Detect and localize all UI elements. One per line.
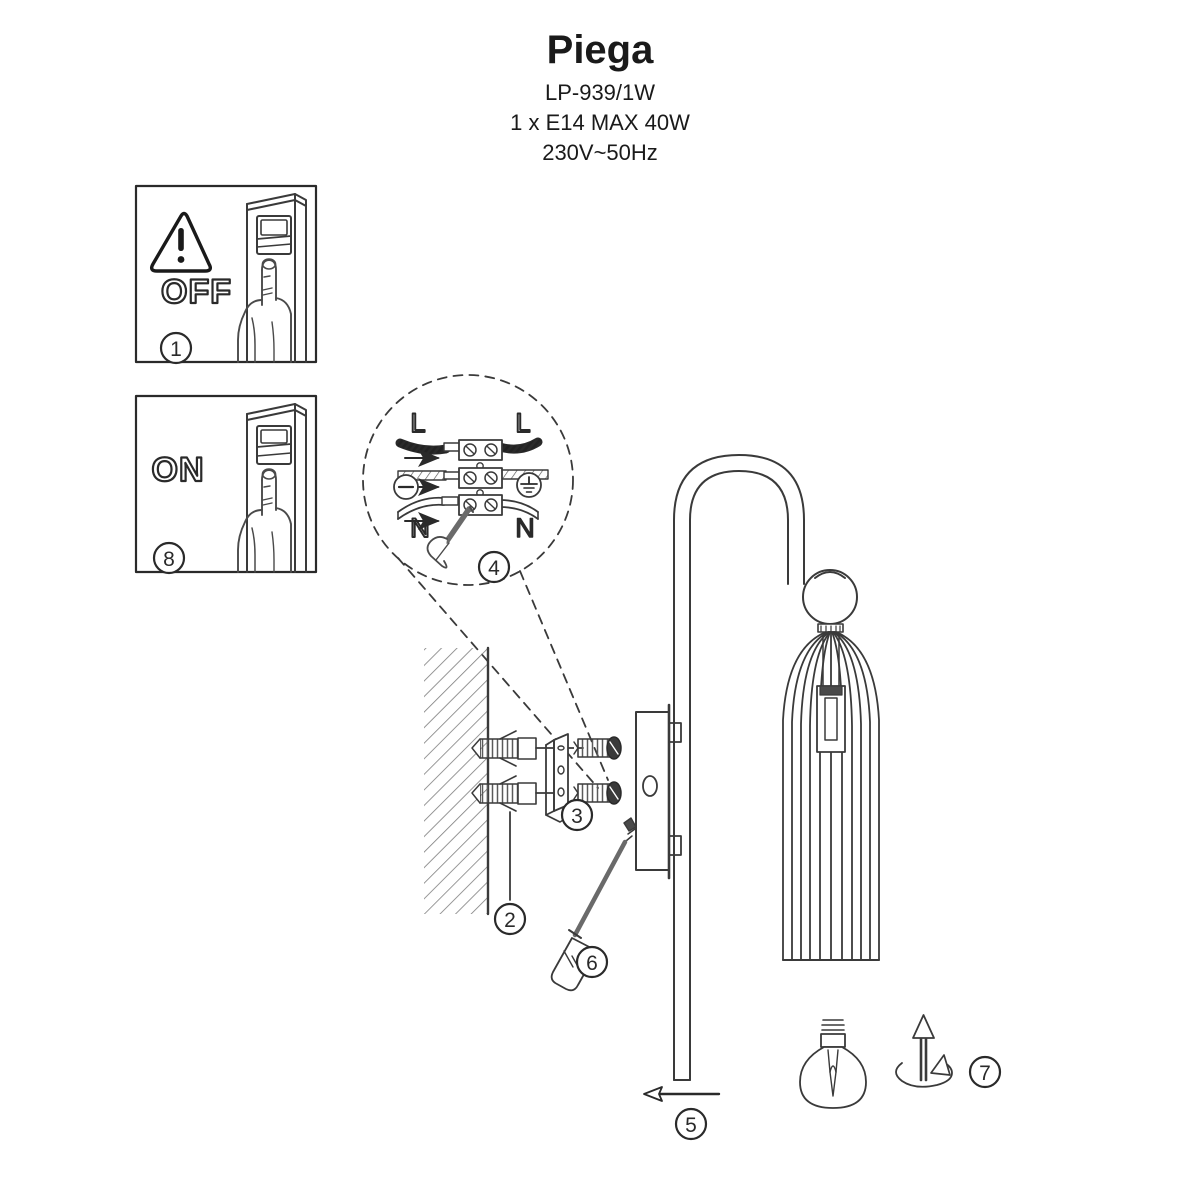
lamp-specification: 1 x E14 MAX 40W [510, 110, 690, 135]
mounting-screw-upper [573, 736, 622, 760]
step-4-number: 4 [488, 557, 500, 580]
step-7-number-badge: 7 [968, 1055, 1002, 1089]
step-8-switch-on-panel: ON 8 [134, 394, 318, 575]
step-3-number-badge: 3 [560, 798, 594, 832]
warning-triangle-icon [149, 211, 213, 273]
step-7-number: 7 [979, 1062, 991, 1085]
step-4-number-badge: 4 [477, 550, 511, 584]
step-1-off-label: OFF [161, 273, 232, 311]
model-number: LP-939/1W [544, 80, 656, 105]
lamp-cage-shade [782, 623, 880, 961]
wall-anchor-lower [471, 775, 563, 812]
terminal-block-middle [458, 467, 503, 489]
page-title: Piega [546, 28, 654, 72]
step-2-leader: 2 [493, 811, 527, 936]
live-wire-right [495, 437, 543, 454]
wiring-label-neutral-right: N [515, 513, 535, 543]
mounting-screw-lower [573, 781, 622, 805]
wall-switch-plate[interactable] [246, 193, 307, 363]
step-5-number: 5 [685, 1114, 697, 1137]
earth-ground-symbol [516, 472, 542, 498]
lamp-backplate [635, 703, 682, 880]
minus-circle-symbol [393, 474, 419, 500]
step-6-number-badge: 6 [575, 945, 609, 979]
rotate-symbol-icon [895, 1014, 953, 1088]
wall-section [424, 646, 490, 916]
light-bulb-icon [799, 1019, 867, 1109]
lamp-fixture [635, 454, 880, 1081]
step-1-switch-off-panel: OFF 1 [134, 184, 318, 365]
pointing-hand-icon-on [237, 468, 292, 573]
step-5-slide-arrow: 5 [643, 1086, 721, 1141]
wall-anchor-upper [471, 730, 584, 767]
neutral-wire-right [499, 499, 539, 520]
wall-switch-plate-on[interactable] [246, 403, 307, 573]
step-8-number: 8 [163, 548, 175, 571]
terminal-block-top [458, 439, 503, 461]
step-6-screwdriver: 6 [550, 817, 637, 992]
neutral-wire-left [397, 496, 459, 520]
detail-screwdriver-icon [426, 506, 474, 569]
pointing-hand-icon [237, 258, 292, 363]
voltage-specification: 230V~50Hz [542, 140, 658, 165]
lamp-ball-joint [802, 569, 858, 625]
wiring-label-line-right: L [515, 408, 530, 438]
step-1-number-badge: 1 [159, 331, 193, 365]
step-7-bulb-install: 7 [799, 1014, 1002, 1109]
wall-mounting-assembly: 2 [424, 646, 622, 936]
step-6-number: 6 [586, 952, 598, 975]
step-3-number: 3 [571, 805, 583, 828]
step-5-number-badge: 5 [674, 1107, 708, 1141]
wiring-label-line-left: L [410, 408, 425, 438]
step-1-number: 1 [170, 338, 182, 361]
step-8-on-label: ON [152, 451, 205, 489]
wiring-label-neutral-left: N [410, 513, 430, 543]
step-2-number: 2 [504, 909, 516, 932]
step-4-wiring-detail: L L N N [362, 374, 609, 789]
step-8-number-badge: 8 [152, 541, 186, 575]
detail-callout-lines [397, 557, 609, 789]
lamp-arm [673, 454, 805, 1081]
